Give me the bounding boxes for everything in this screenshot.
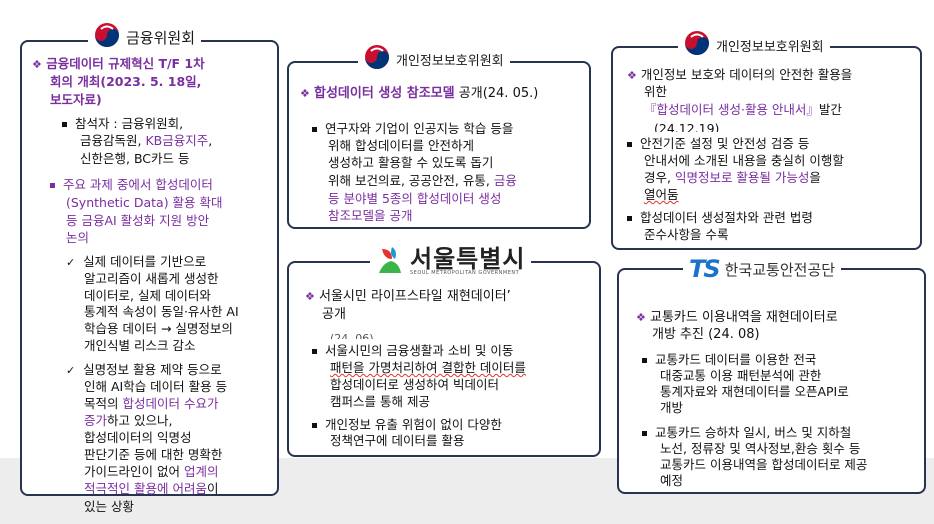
fsc-c2-l3: 목적의 합성데이터 수요가 (84, 396, 219, 411)
pipc1-l6: 참조모델을 공개 (328, 208, 413, 223)
fsc-check-2: ✓ 실명정보 활용 제약 등으로 (66, 362, 222, 377)
fsc-c2-l8: 적극적인 활용에 어려움이 (84, 481, 219, 496)
fsc-participants-l3: 신한은행, BC카드 등 (80, 151, 190, 166)
kotsa-logo-text: 한국교통안전공단 (724, 260, 836, 279)
pipc1-l4: 위해 보건의료, 공공안전, 유통, 금융 (328, 173, 517, 188)
seoul-logo-text: 서울특별시 (410, 245, 526, 273)
fsc-topic: 주요 과제 중에서 합성데이터 (50, 177, 213, 193)
fsc-c1-l5: 학습용 데이터 → 실명정보의 (84, 321, 233, 336)
pipc1-heading: ❖ 합성데이터 생성 참조모델 공개(24. 05.) (300, 86, 539, 101)
fsc-c1-l2: 알고리즘이 새롭게 생성한 (84, 271, 219, 286)
fsc-logo: 금융위원회 (88, 22, 202, 52)
pipc2-b1-l3: 경우, 익명정보로 활용될 가능성을 (644, 170, 821, 185)
fsc-c2-l7: 가이드라인이 없어 업계의 (84, 464, 219, 479)
kotsa-panel (617, 268, 926, 494)
korea-emblem-icon (684, 30, 710, 60)
fsc-heading-l3: 보도자료) (50, 92, 102, 107)
kotsa-b1-l1: 교통카드 데이터를 이용한 전국 (642, 352, 816, 368)
diamond-bullet-icon: ❖ (305, 290, 315, 303)
fsc-topic-l2: (Synthetic Data) 활용 확대 (66, 195, 223, 210)
kotsa-b2-l1: 교통카드 승하차 일시, 버스 및 지하철 (642, 425, 851, 441)
pipc2-heading-l3: 『합성데이터 생성·활용 안내서』발간 (644, 102, 842, 117)
fsc-c1-l3: 데이터로, 실제 데이터와 (84, 288, 211, 303)
fsc-heading: ❖ 금융데이터 규제혁신 T/F 1차 (32, 56, 205, 71)
kotsa-b2-l3: 교통카드 이용내역을 합성데이터로 제공 (660, 457, 868, 472)
fsc-c2-l4: 증가하고 있으나, (84, 413, 173, 428)
seoul-b2-l2: 정책연구에 데이터를 활용 (330, 433, 465, 448)
seoul-heading: ❖ 서울시민 라이프스타일 재현데이터’ (305, 289, 511, 304)
fsc-check-1: ✓ 실제 데이터를 기반으로 (66, 254, 207, 269)
fsc-panel (20, 40, 279, 496)
check-icon: ✓ (66, 256, 76, 269)
diamond-bullet-icon: ❖ (636, 311, 646, 324)
seoul-b2-l1: 개인정보 유출 위험이 없이 다양한 (312, 417, 502, 433)
seoul-b1-l1: 서울시민의 금융생활과 소비 및 이동 (312, 343, 513, 359)
diamond-bullet-icon: ❖ (300, 87, 310, 100)
kotsa-b1-l4: 개방 (660, 400, 684, 415)
pipc-guide-panel (611, 46, 922, 250)
fsc-c1-l6: 개인식별 리스크 감소 (84, 338, 196, 353)
seoul-heading-l3: (24. 06) (330, 332, 374, 339)
kotsa-heading: ❖ 교통카드 이용내역을 재현데이터로 (636, 310, 838, 325)
pipc-logo-2: 개인정보보호위원회 (678, 30, 830, 60)
seoul-logo: 서울특별시 SEOUL METROPOLITAN GOVERNMENT (370, 243, 532, 281)
kotsa-b2-l4: 예정 (660, 473, 684, 488)
seoul-b1-l4: 캠퍼스를 통해 제공 (330, 394, 430, 409)
fsc-c2-l6: 판단기준 등에 대한 명확한 (84, 447, 223, 462)
square-bullet-icon (312, 423, 317, 428)
korea-emblem-icon (364, 44, 390, 74)
seoul-logo-subtext: SEOUL METROPOLITAN GOVERNMENT (410, 270, 520, 276)
pipc1-l1: 연구자와 기업이 인공지능 학습 등을 (312, 121, 513, 137)
pipc1-l3: 생성하고 활용할 수 있도록 돕기 (328, 155, 494, 170)
seoul-emblem-icon (376, 245, 404, 279)
fsc-participants-l2: 금융감독원, KB금융지주, (80, 133, 213, 148)
kotsa-b1-l3: 통계자료와 재현데이터를 오픈API로 (660, 384, 849, 399)
fsc-logo-text: 금융위원회 (126, 28, 196, 47)
square-bullet-icon (642, 431, 647, 436)
fsc-heading-l2: 회의 개최(2023. 5. 18일, (50, 74, 202, 89)
pipc2-b2-l1: 합성데이터 생성절차와 관련 법령 (627, 210, 813, 226)
diamond-bullet-icon: ❖ (627, 69, 637, 82)
seoul-b1-l3: 합성데이터로 생성하여 빅데이터 (330, 377, 499, 392)
pipc2-b1-l2: 안내서에 소개된 내용을 충실히 이행할 (644, 153, 844, 168)
square-bullet-icon (62, 122, 67, 127)
pipc-logo-1: 개인정보보호위원회 (358, 44, 510, 74)
square-bullet-icon (627, 216, 632, 221)
ts-logo-icon: TS (689, 255, 721, 283)
square-bullet-icon (50, 183, 55, 188)
pipc2-b1-l1: 안전기준 설정 및 안전성 검증 등 (627, 136, 809, 152)
pipc2-heading-l2: 위한 (644, 84, 668, 99)
pipc2-heading: ❖ 개인정보 보호와 데이터의 안전한 활용을 (627, 67, 853, 82)
diamond-bullet-icon: ❖ (32, 58, 42, 71)
fsc-c1-l4: 통계적 속성이 동일·유사한 AI (84, 304, 239, 319)
kotsa-b2-l2: 노선, 정류장 및 역사정보,환승 횟수 등 (660, 441, 861, 456)
square-bullet-icon (642, 358, 647, 363)
pipc2-heading-l4: (24.12.19) (654, 121, 720, 132)
fsc-c2-l9: 있는 상황 (84, 499, 134, 514)
pipc2-b2-l2: 준수사항을 수록 (644, 227, 729, 242)
square-bullet-icon (312, 349, 317, 354)
pipc-model-panel (287, 61, 591, 229)
square-bullet-icon (627, 142, 632, 147)
fsc-c2-l2: 인해 AI학습 데이터 활용 등 (84, 379, 228, 394)
pipc-logo-text-2: 개인정보보호위원회 (716, 39, 824, 55)
pipc-logo-text-1: 개인정보보호위원회 (396, 53, 504, 69)
fsc-topic-l3: 등 금융AI 활성화 지원 방안 (66, 213, 210, 228)
pipc2-b1-l4: 열어둠 (644, 187, 679, 202)
seoul-heading-l2: 공개 (322, 307, 346, 322)
kotsa-b1-l2: 대중교통 이용 패턴분석에 관한 (660, 368, 822, 383)
kotsa-logo: TS 한국교통안전공단 (683, 254, 842, 284)
fsc-participants: 참석자 : 금융위원회, (62, 116, 183, 132)
korea-emblem-icon (94, 22, 120, 52)
check-icon: ✓ (66, 364, 76, 377)
square-bullet-icon (312, 127, 317, 132)
pipc1-l5: 등 분야별 5종의 합성데이터 생성 (328, 191, 502, 206)
fsc-c2-l5: 합성데이터의 익명성 (84, 430, 192, 445)
kotsa-heading-l2: 개방 추진 (24. 08) (652, 327, 760, 342)
pipc1-l2: 위해 합성데이터를 안전하게 (328, 138, 474, 153)
fsc-topic-l4: 논의 (66, 230, 90, 245)
seoul-b1-l2: 패턴을 가명처리하여 결합한 데이터를 (330, 360, 526, 375)
